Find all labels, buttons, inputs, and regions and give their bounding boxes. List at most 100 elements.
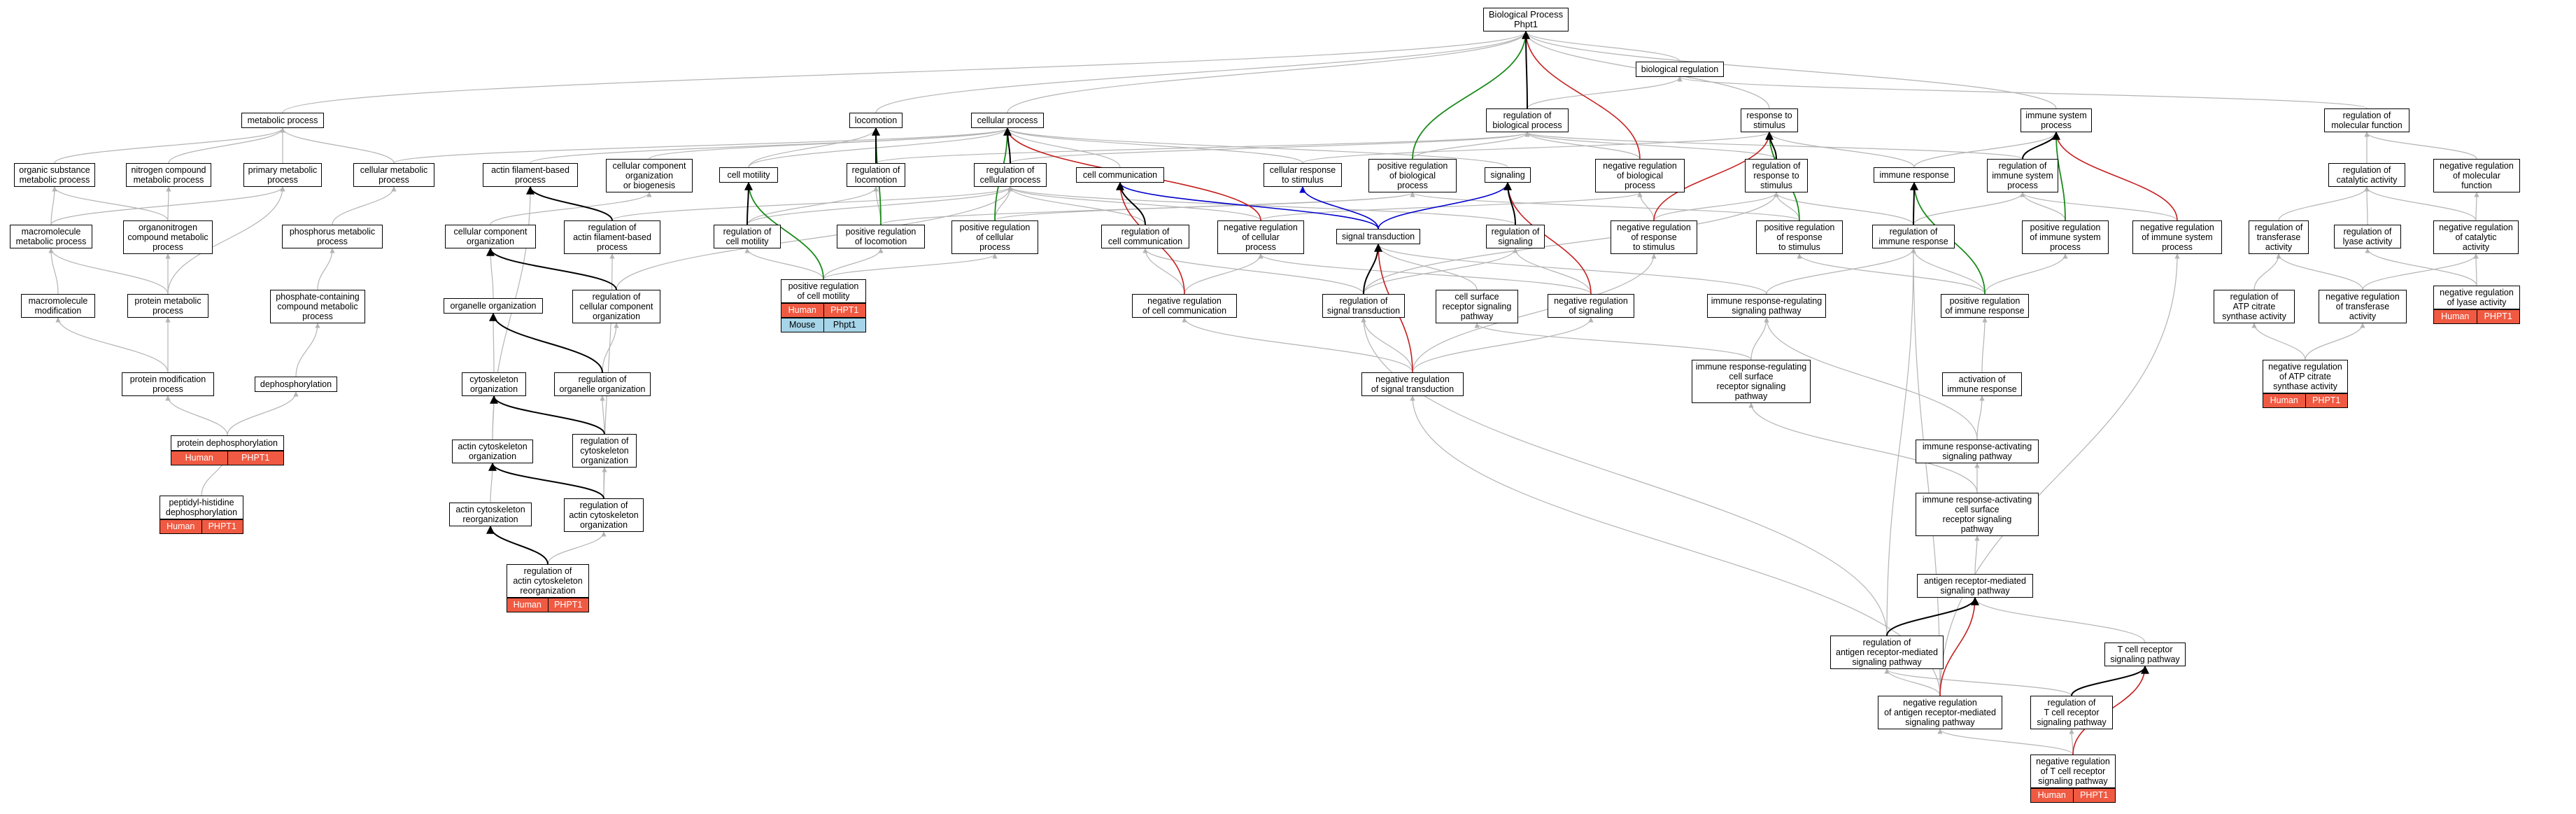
node-regulation-of-cell-communication[interactable]: regulation of cell communication — [1101, 225, 1189, 248]
node-negative-regulation-of-immune-system-process[interactable]: negative regulation of immune system pro… — [2132, 220, 2222, 254]
node-regulation-of-locomotion[interactable]: regulation of locomotion — [847, 163, 905, 187]
node-positive-regulation-of-immune-response[interactable]: positive regulation of immune response — [1941, 294, 2029, 318]
node-protein-modification-process[interactable]: protein modification process — [122, 372, 214, 396]
node-regulation-of-atp-citrate-synthase-activity[interactable]: regulation of ATP citrate synthase activ… — [2214, 290, 2295, 323]
node-immune-response-activating-cell-surface-receptor-signaling-pathway[interactable]: immune response-activating cell surface … — [1916, 493, 2039, 536]
node-positive-regulation-of-immune-system-process[interactable]: positive regulation of immune system pro… — [2022, 220, 2109, 254]
node-cell-communication[interactable]: cell communication — [1076, 167, 1164, 183]
edge-is-a — [1913, 132, 2059, 168]
node-macromolecule-metabolic-process[interactable]: macromolecule metabolic process — [10, 225, 92, 248]
edge-is-a — [1524, 132, 1777, 160]
edge-is-a — [1412, 317, 1594, 373]
edge-is-a — [280, 127, 395, 164]
node-organonitrogen-compound-metabolic-process[interactable]: organonitrogen compound metabolic proces… — [123, 220, 213, 254]
node-negative-regulation-of-cell-communication[interactable]: negative regulation of cell communicatio… — [1132, 294, 1237, 318]
node-regulation-of-t-cell-receptor-signaling-pathway[interactable]: regulation of T cell receptor signaling … — [2030, 696, 2113, 729]
node-signaling[interactable]: signaling — [1485, 167, 1531, 183]
node-negative-regulation-of-antigen-receptor-mediated-signaling-pathway[interactable]: negative regulation of antigen receptor-… — [1878, 696, 2002, 729]
node-signal-transduction[interactable]: signal transduction — [1336, 229, 1420, 244]
node-cytoskeleton-organization[interactable]: cytoskeleton organization — [462, 372, 526, 396]
node-regulation-of-organelle-organization[interactable]: regulation of organelle organization — [554, 372, 651, 396]
node-protein-metabolic-process[interactable]: protein metabolic process — [127, 294, 208, 318]
node-regulation-of-immune-system-process[interactable]: regulation of immune system process — [1987, 159, 2058, 192]
node-positive-regulation-of-locomotion[interactable]: positive regulation of locomotion — [837, 225, 925, 248]
node-locomotion[interactable]: locomotion — [849, 113, 903, 128]
node-primary-metabolic-process[interactable]: primary metabolic process — [243, 163, 322, 187]
edge-is-a — [1412, 132, 1530, 160]
node-cellular-metabolic-process[interactable]: cellular metabolic process — [353, 163, 434, 187]
badge-species-label: Human — [788, 305, 816, 315]
node-negative-regulation-of-transferase-activity[interactable]: negative regulation of transferase activ… — [2319, 290, 2407, 323]
node-immune-response-regulating-cell-surface-receptor-signaling-pathway[interactable]: immune response-regulating cell surface … — [1692, 360, 1811, 403]
node-response-to-stimulus[interactable]: response to stimulus — [1741, 108, 1798, 132]
node-immune-system-process[interactable]: immune system process — [2021, 108, 2092, 132]
node-negative-regulation-of-cellular-process[interactable]: negative regulation of cellular process — [1217, 220, 1304, 254]
node-negative-regulation-of-signal-transduction[interactable]: negative regulation of signal transducti… — [1361, 372, 1464, 396]
node-phosphorus-metabolic-process[interactable]: phosphorus metabolic process — [282, 225, 383, 248]
node-regulation-of-signaling[interactable]: regulation of signaling — [1486, 225, 1545, 248]
node-phosphate-containing-compound-metabolic-process[interactable]: phosphate-containing compound metabolic … — [270, 290, 365, 323]
node-positive-regulation-of-cell-motility[interactable]: positive regulation of cell motility — [781, 279, 866, 303]
node-negative-regulation-of-signaling[interactable]: negative regulation of signaling — [1548, 294, 1634, 318]
node-metabolic-process[interactable]: metabolic process — [241, 113, 324, 128]
edge-is-a — [52, 186, 169, 221]
node-root[interactable]: Biological Process Phpt1 — [1483, 8, 1569, 31]
node-cellular-component-organization[interactable]: cellular component organization — [445, 225, 536, 248]
node-positive-regulation-of-response-to-stimulus[interactable]: positive regulation of response to stimu… — [1756, 220, 1843, 254]
node-regulation-of-actin-cytoskeleton-organization[interactable]: regulation of actin cytoskeleton organiz… — [564, 498, 644, 532]
node-regulation-of-cellular-process[interactable]: regulation of cellular process — [974, 163, 1047, 187]
node-immune-response-activating-signaling-pathway[interactable]: immune response-activating signaling pat… — [1916, 440, 2039, 463]
node-organic-substance-metabolic-process[interactable]: organic substance metabolic process — [14, 163, 95, 187]
node-cellular-response-to-stimulus[interactable]: cellular response to stimulus — [1264, 163, 1342, 187]
node-regulation-of-lyase-activity[interactable]: regulation of lyase activity — [2334, 225, 2401, 248]
node-cellular-component-organization-or-biogenesis[interactable]: cellular component organization or bioge… — [606, 159, 693, 192]
node-peptidyl-histidine-dephosphorylation[interactable]: peptidyl-histidine dephosphorylation — [160, 496, 243, 519]
node-regulation-of-catalytic-activity[interactable]: regulation of catalytic activity — [2328, 163, 2405, 187]
node-positive-regulation-of-biological-process[interactable]: positive regulation of biological proces… — [1368, 159, 1457, 192]
node-actin-filament-based-process[interactable]: actin filament-based process — [483, 163, 578, 187]
node-cell-motility[interactable]: cell motility — [719, 167, 778, 183]
node-regulation-of-actin-cytoskeleton-reorganization[interactable]: regulation of actin cytoskeleton reorgan… — [507, 564, 589, 598]
edge-regulates — [488, 462, 604, 499]
node-actin-cytoskeleton-reorganization[interactable]: actin cytoskeleton reorganization — [449, 503, 532, 526]
node-dephosphorylation[interactable]: dephosphorylation — [255, 377, 337, 392]
node-biological-regulation[interactable]: biological regulation — [1636, 62, 1724, 77]
node-activation-of-immune-response[interactable]: activation of immune response — [1942, 372, 2022, 396]
node-negative-regulation-of-response-to-stimulus[interactable]: negative regulation of response to stimu… — [1611, 220, 1697, 254]
node-immune-response[interactable]: immune response — [1874, 167, 1955, 183]
node-organelle-organization[interactable]: organelle organization — [444, 298, 543, 314]
node-regulation-of-biological-process[interactable]: regulation of biological process — [1486, 108, 1569, 132]
node-immune-response-regulating-signaling-pathway[interactable]: immune response-regulating signaling pat… — [1707, 294, 1826, 318]
node-regulation-of-signal-transduction[interactable]: regulation of signal transduction — [1322, 294, 1405, 318]
node-macromolecule-modification[interactable]: macromolecule modification — [21, 294, 95, 318]
edge-is-a — [1182, 317, 1413, 373]
node-negative-regulation-of-catalytic-activity[interactable]: negative regulation of catalytic activit… — [2433, 220, 2519, 254]
node-nitrogen-compound-metabolic-process[interactable]: nitrogen compound metabolic process — [126, 163, 211, 187]
node-antigen-receptor-mediated-signaling-pathway[interactable]: antigen receptor-mediated signaling path… — [1917, 574, 2033, 598]
node-negative-regulation-of-lyase-activity[interactable]: negative regulation of lyase activity — [2433, 286, 2520, 309]
node-regulation-of-immune-response[interactable]: regulation of immune response — [1872, 225, 1955, 248]
node-regulation-of-cytoskeleton-organization[interactable]: regulation of cytoskeleton organization — [572, 434, 637, 468]
node-regulation-of-cell-motility[interactable]: regulation of cell motility — [714, 225, 781, 248]
edge-is-a — [1911, 248, 1986, 295]
node-regulation-of-actin-filament-based-process[interactable]: regulation of actin filament-based proce… — [564, 220, 660, 254]
node-actin-cytoskeleton-organization[interactable]: actin cytoskeleton organization — [452, 440, 533, 463]
edge-regulates — [1886, 596, 1979, 636]
node-regulation-of-antigen-receptor-mediated-signaling-pathway[interactable]: regulation of antigen receptor-mediated … — [1830, 636, 1944, 669]
node-regulation-of-cellular-component-organization[interactable]: regulation of cellular component organiz… — [572, 290, 660, 323]
edge-is-a — [1976, 395, 1985, 440]
node-negative-regulation-of-atp-citrate-synthase-activity[interactable]: negative regulation of ATP citrate synth… — [2263, 360, 2348, 393]
edge-positively-regulates — [744, 181, 824, 280]
node-protein-dephosphorylation[interactable]: protein dephosphorylation — [171, 435, 284, 451]
node-negative-regulation-of-t-cell-receptor-signaling-pathway[interactable]: negative regulation of T cell receptor s… — [2030, 755, 2116, 788]
node-regulation-of-transferase-activity[interactable]: regulation of transferase activity — [2249, 220, 2309, 254]
node-negative-regulation-of-biological-process[interactable]: negative regulation of biological proces… — [1595, 159, 1685, 192]
node-positive-regulation-of-cellular-process[interactable]: positive regulation of cellular process — [951, 220, 1038, 254]
node-regulation-of-molecular-function[interactable]: regulation of molecular function — [2324, 108, 2409, 132]
node-t-cell-receptor-signaling-pathway[interactable]: T cell receptor signaling pathway — [2104, 643, 2186, 666]
node-regulation-of-response-to-stimulus[interactable]: regulation of response to stimulus — [1745, 159, 1808, 192]
node-cell-surface-receptor-signaling-pathway[interactable]: cell surface receptor signaling pathway — [1436, 290, 1518, 323]
node-cellular-process[interactable]: cellular process — [971, 113, 1044, 128]
node-negative-regulation-of-molecular-function[interactable]: negative regulation of molecular functio… — [2433, 159, 2520, 192]
